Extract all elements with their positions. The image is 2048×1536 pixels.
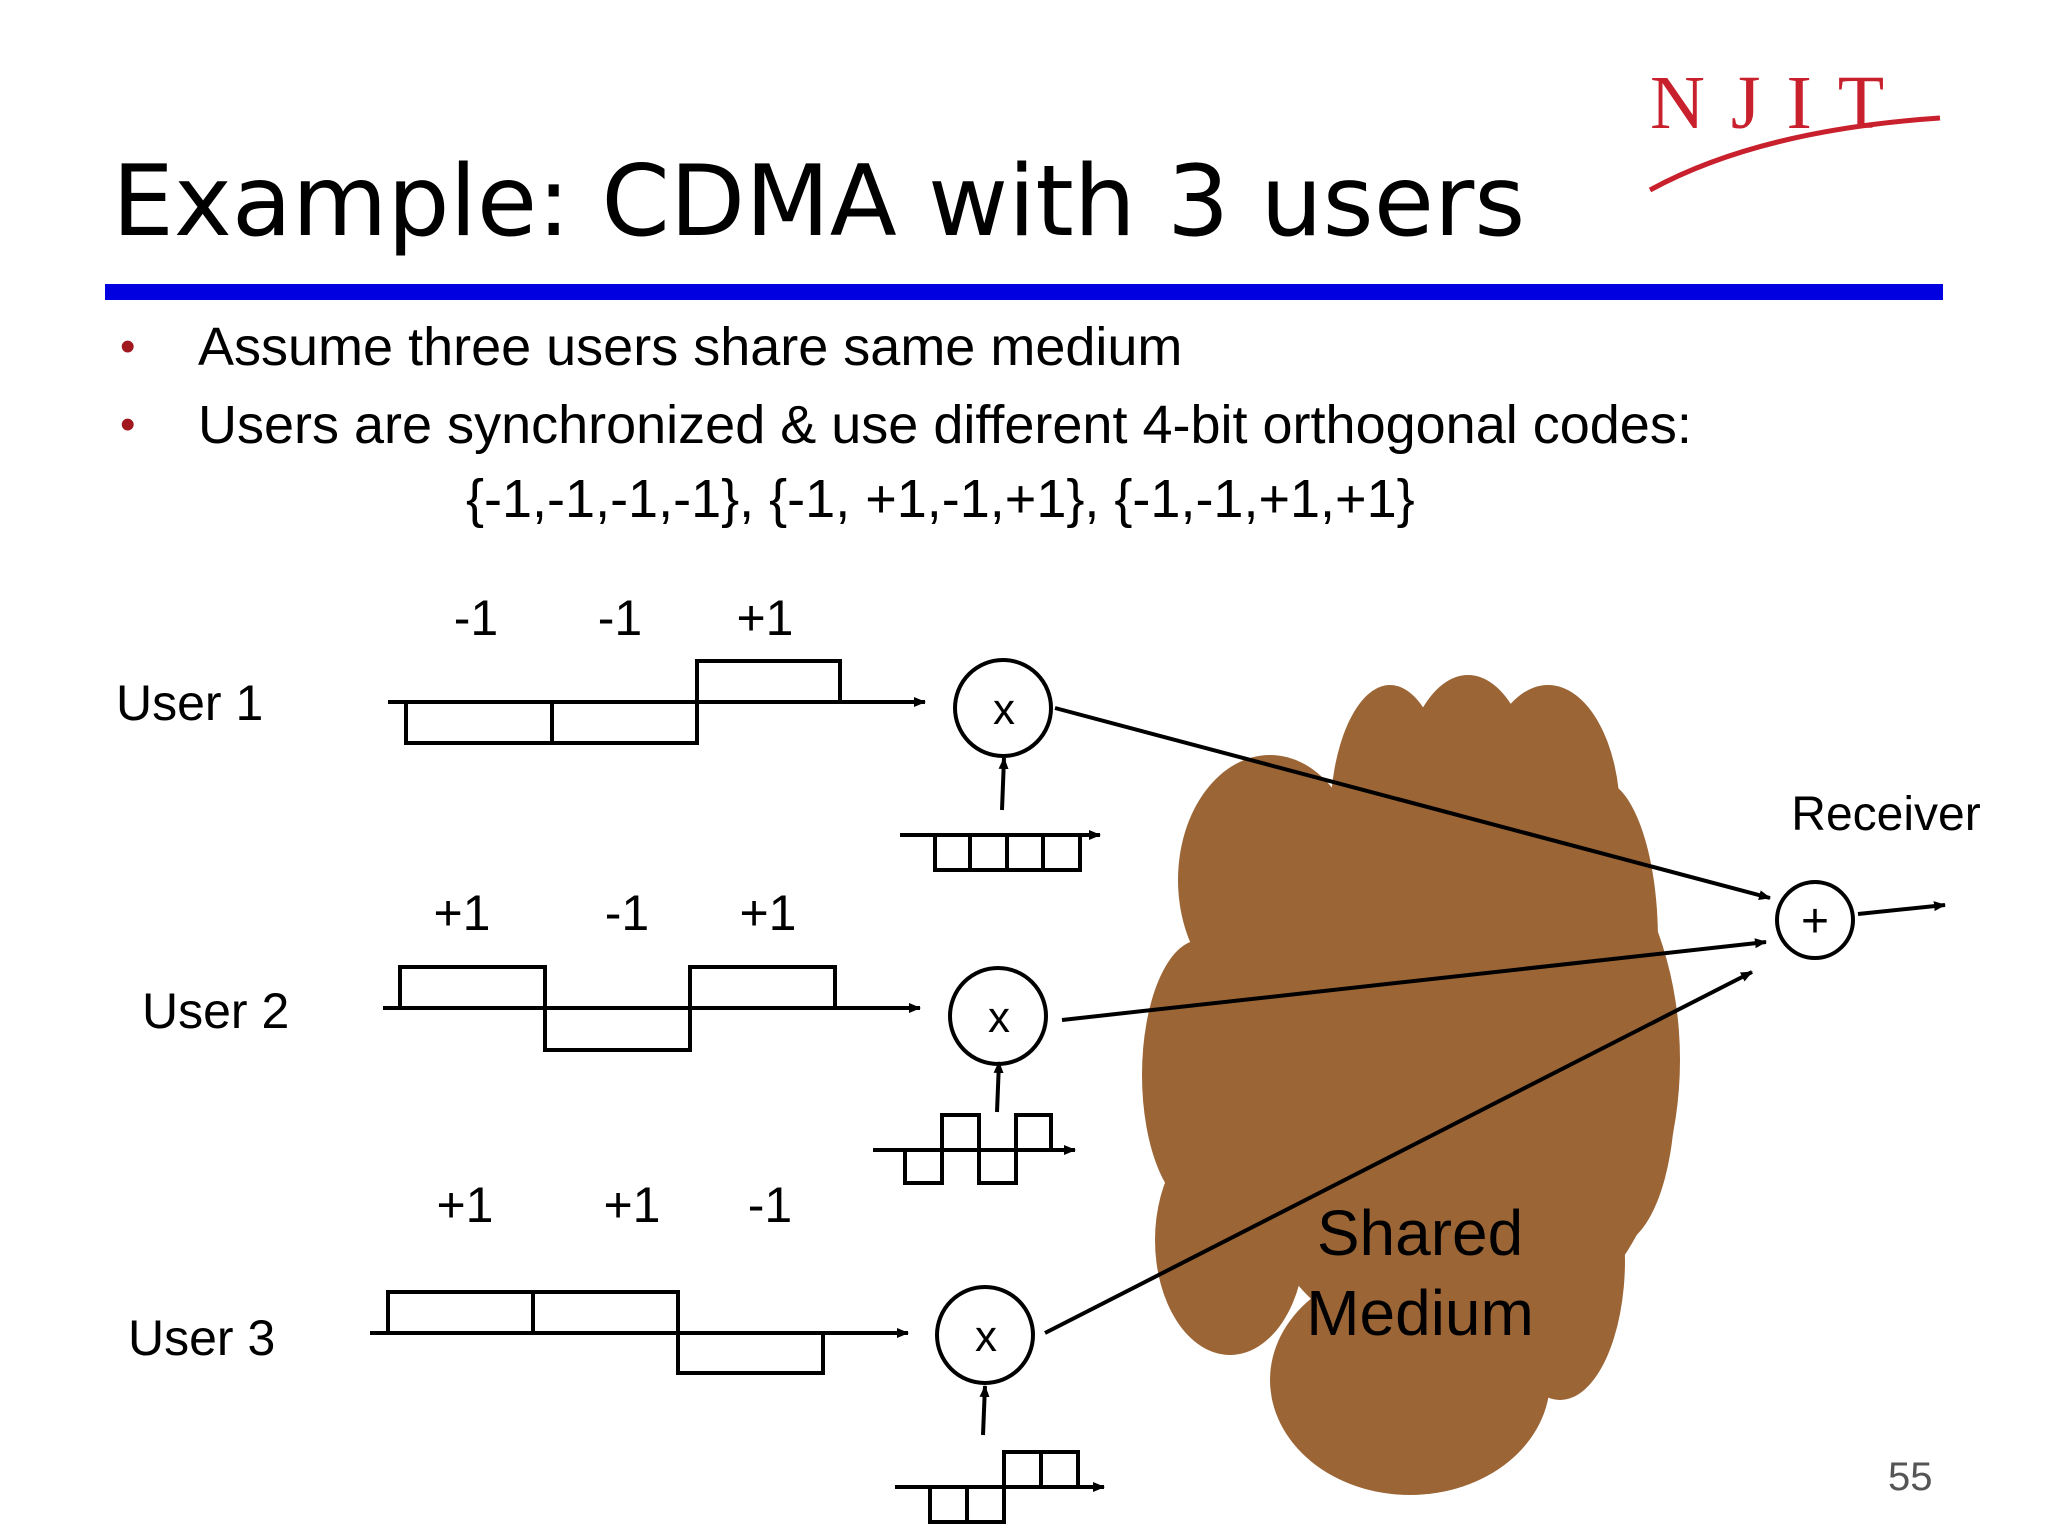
page-number: 55 — [1888, 1455, 1933, 1499]
bullet-item: • Users are synchronized & use different … — [115, 390, 1692, 468]
slide-title: Example: CDMA with 3 users — [112, 145, 1526, 259]
user3-bit-1: +1 — [436, 1177, 493, 1233]
bullet-dot-icon: • — [120, 322, 136, 371]
user3-label: User 3 — [128, 1310, 275, 1366]
user1-multiplier — [953, 658, 1053, 758]
user3-data-waveform — [370, 1290, 909, 1375]
logo-swoosh — [1648, 115, 1941, 193]
user3-multiply-symbol: x — [975, 1312, 997, 1361]
user1-data-waveform — [388, 659, 926, 745]
njit-logo: NJIT — [1620, 60, 1950, 200]
bullet-list: • Assume three users share same medium • U… — [115, 312, 1692, 468]
bullet-text: Users are synchronized & use different 4… — [198, 395, 1692, 455]
receiver-output-arrow — [1857, 901, 1946, 916]
bullet-dot-icon: • — [120, 400, 136, 449]
orthogonal-codes: {-1,-1,-1,-1}, {-1, +1,-1,+1}, {-1,-1,+1… — [466, 469, 1415, 529]
bullet-item: • Assume three users share same medium — [115, 312, 1692, 390]
user2-label: User 2 — [142, 983, 289, 1039]
user2-bit-2: -1 — [605, 885, 649, 941]
receiver-plus-symbol: + — [1801, 895, 1829, 948]
user2-code-waveform — [873, 1061, 1076, 1185]
user2-data-waveform — [383, 965, 921, 1052]
user3-code-waveform — [895, 1385, 1105, 1524]
user1-bit-1: -1 — [454, 590, 498, 646]
receiver-adder — [1775, 880, 1855, 960]
bullet-text: Assume three users share same medium — [198, 317, 1183, 377]
shared-medium-cloud — [1142, 675, 1680, 1495]
receiver-label: Receiver — [1791, 788, 1980, 841]
user3-multiplier — [935, 1285, 1035, 1385]
user2-to-receiver-line — [1061, 938, 1767, 1022]
medium-label-line1: Shared — [1317, 1197, 1523, 1269]
user2-multiplier — [948, 966, 1048, 1066]
user3-bit-2: +1 — [603, 1177, 660, 1233]
user1-bit-2: -1 — [598, 590, 642, 646]
medium-label-line2: Medium — [1306, 1277, 1534, 1349]
user1-to-receiver-line — [1054, 706, 1771, 901]
user1-code-waveform — [900, 757, 1101, 872]
user2-multiply-symbol: x — [988, 993, 1010, 1042]
user2-bit-3: +1 — [739, 885, 796, 941]
user2-bit-1: +1 — [433, 885, 490, 941]
title-rule — [105, 284, 1943, 300]
user1-bit-3: +1 — [736, 590, 793, 646]
user1-multiply-symbol: x — [993, 685, 1015, 734]
user3-to-receiver-line — [1044, 970, 1753, 1335]
user3-bit-3: -1 — [748, 1177, 792, 1233]
user1-label: User 1 — [116, 675, 263, 731]
logo-text: NJIT — [1650, 61, 1911, 145]
